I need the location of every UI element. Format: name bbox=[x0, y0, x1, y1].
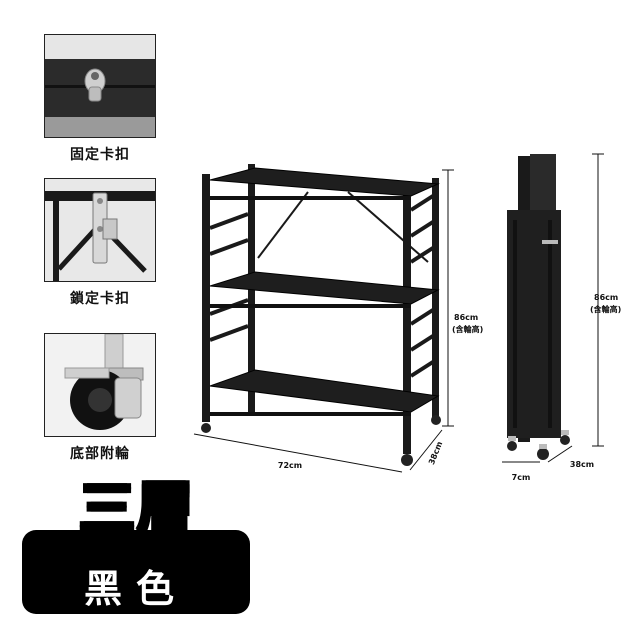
color-banner: 黑色 bbox=[22, 530, 250, 614]
fixed-clasp-photo bbox=[44, 34, 156, 138]
height-main-label: 86cm bbox=[454, 313, 478, 322]
locking-clasp-photo bbox=[44, 178, 156, 282]
detail-caster-wheel: 底部附輪 bbox=[44, 333, 156, 463]
color-label: 黑色 bbox=[83, 567, 188, 611]
detail-caption: 底部附輪 bbox=[70, 446, 130, 462]
dimension-width-main: 72cm bbox=[193, 433, 403, 473]
height-main-note: (含輪高) bbox=[452, 324, 483, 334]
dimension-depth-folded: 38cm bbox=[547, 445, 594, 469]
width-main-label: 72cm bbox=[278, 461, 302, 470]
detail-caption: 鎖定卡扣 bbox=[70, 291, 130, 307]
shelf-diagram: 86cm (含輪高) 72cm 38cm 86cm bbox=[193, 153, 621, 482]
height-folded-label: 86cm bbox=[594, 293, 618, 302]
detail-locking-clasp: 鎖定卡扣 bbox=[44, 178, 156, 308]
dimension-height-folded: 86cm (含輪高) bbox=[590, 153, 621, 447]
height-folded-note: (含輪高) bbox=[590, 304, 621, 314]
detail-fixed-clasp: 固定卡扣 bbox=[44, 34, 156, 164]
caster-wheel-photo bbox=[44, 333, 156, 437]
width-folded-label: 7cm bbox=[512, 473, 531, 482]
dimension-depth-main: 38cm bbox=[409, 429, 444, 471]
depth-main-label: 38cm bbox=[427, 440, 444, 466]
tier-title: 三層 bbox=[78, 476, 195, 544]
dimension-width-folded: 7cm bbox=[502, 461, 540, 482]
unfolded-shelf bbox=[201, 164, 441, 466]
detail-caption: 固定卡扣 bbox=[70, 147, 130, 163]
depth-folded-label: 38cm bbox=[570, 460, 594, 469]
folded-shelf bbox=[507, 154, 570, 460]
dimension-height-main: 86cm (含輪高) bbox=[442, 169, 483, 427]
